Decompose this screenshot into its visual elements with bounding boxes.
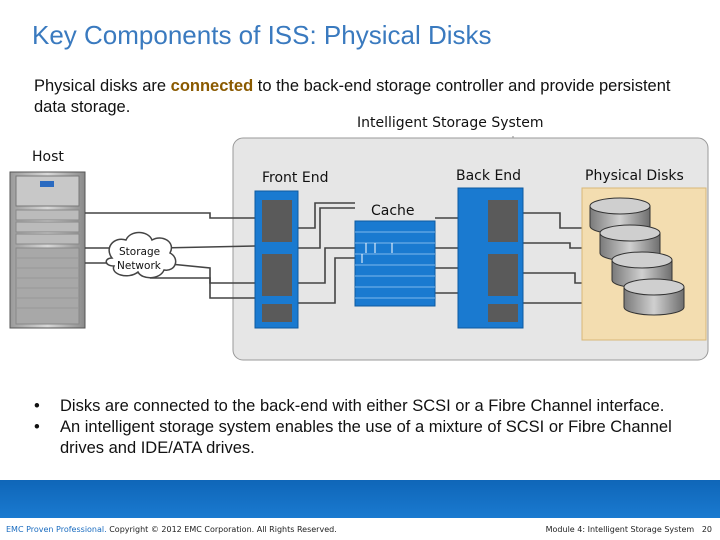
footer-band <box>0 480 720 518</box>
physical-disks-label: Physical Disks <box>585 168 684 184</box>
footer-brand: EMC Proven Professional. <box>6 525 107 534</box>
network-label-1: Storage <box>119 246 160 258</box>
footer-copyright: EMC Proven Professional. Copyright © 201… <box>6 525 337 534</box>
cache-label: Cache <box>371 203 415 219</box>
host-server <box>9 171 86 329</box>
intro-highlight: connected <box>170 77 254 95</box>
bullet-list: Disks are connected to the back-end with… <box>30 396 680 459</box>
host-label: Host <box>32 149 64 165</box>
front-end-label: Front End <box>262 170 328 186</box>
footer-module-text: Module 4: Intelligent Storage System <box>545 525 695 534</box>
intro-after: to the back-end storage controller and p… <box>34 77 671 116</box>
intro-text: Physical disks are connected to the back… <box>34 76 684 118</box>
front-end-controller <box>254 190 299 329</box>
page-number: 20 <box>701 525 712 534</box>
disk-4 <box>623 278 685 316</box>
footer-module: Module 4: Intelligent Storage System 20 <box>546 525 712 534</box>
iss-label: Intelligent Storage System <box>357 115 544 131</box>
back-end-controller <box>457 187 524 329</box>
cache-block <box>354 220 436 307</box>
storage-network-cloud: Storage Network <box>105 231 177 279</box>
intro-before: Physical disks are <box>34 77 171 95</box>
bullet-item-2: An intelligent storage system enables th… <box>30 417 680 459</box>
footer-copyright-text: Copyright © 2012 EMC Corporation. All Ri… <box>106 525 337 534</box>
footer: EMC Proven Professional. Copyright © 201… <box>0 518 720 540</box>
iss-diagram: Intelligent Storage System Host <box>9 115 709 361</box>
bullet-item-1: Disks are connected to the back-end with… <box>30 396 680 417</box>
slide-title: Key Components of ISS: Physical Disks <box>32 20 492 50</box>
network-label-2: Network <box>117 260 162 272</box>
disk-stack <box>589 197 685 316</box>
back-end-label: Back End <box>456 168 521 184</box>
